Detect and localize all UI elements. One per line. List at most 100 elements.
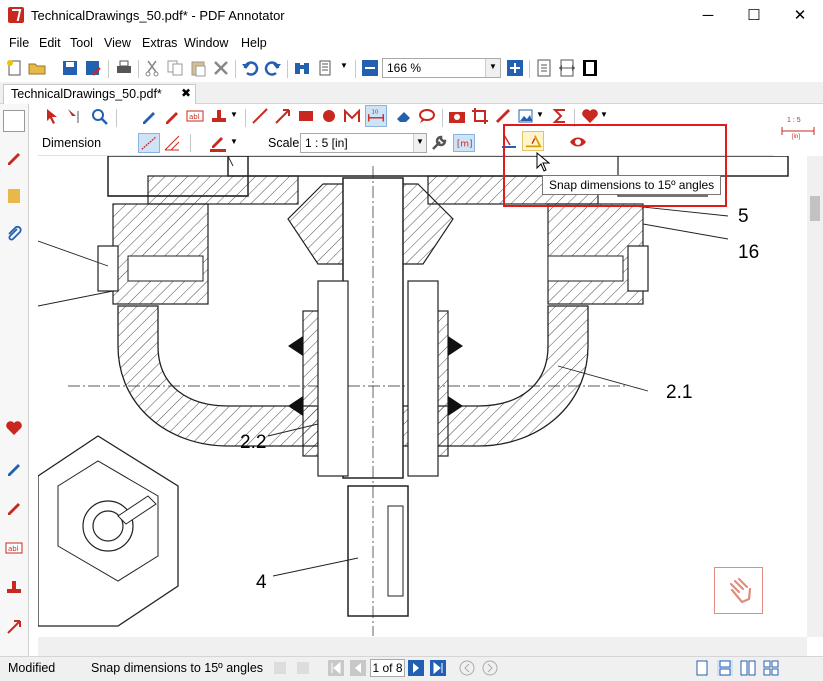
select-arrow-icon[interactable]	[43, 107, 61, 125]
cut-icon[interactable]	[143, 59, 161, 77]
paste-icon[interactable]	[189, 59, 207, 77]
zoom-combobox[interactable]: 166 % ▼	[382, 58, 501, 78]
zoom-tool-icon[interactable]	[90, 107, 108, 125]
save-as-icon[interactable]	[84, 59, 102, 77]
history-forward-icon[interactable]	[482, 660, 498, 676]
highlighter-side-icon[interactable]	[5, 498, 23, 516]
status-message: Snap dimensions to 15º angles	[91, 661, 264, 675]
full-screen-icon[interactable]	[581, 59, 599, 77]
continuous-view-icon[interactable]	[717, 660, 733, 676]
open-folder-icon[interactable]	[28, 59, 46, 77]
fit-page-icon[interactable]	[535, 59, 553, 77]
redo-icon[interactable]	[264, 59, 282, 77]
first-page-icon[interactable]	[328, 660, 344, 676]
page-number-field[interactable]: 1 of 8	[370, 659, 405, 677]
svg-text:abl: abl	[8, 545, 19, 553]
line-color-icon[interactable]	[209, 134, 227, 152]
favorites-heart-icon-toolbar[interactable]	[581, 107, 599, 125]
find-binoculars-icon[interactable]	[293, 59, 311, 77]
snap-15-degree-icon[interactable]	[522, 131, 544, 151]
page-back-icon[interactable]	[272, 660, 288, 676]
bookmarks-icon[interactable]	[317, 59, 335, 77]
menu-extras[interactable]: Extras	[142, 36, 178, 50]
menu-view[interactable]: View	[104, 36, 131, 50]
new-document-icon[interactable]	[6, 59, 24, 77]
fit-width-icon[interactable]	[558, 59, 576, 77]
attachment-icon[interactable]	[5, 225, 23, 243]
image-tool-icon[interactable]	[517, 107, 535, 125]
rectangle-tool-icon[interactable]	[297, 107, 315, 125]
previous-page-icon[interactable]	[350, 660, 366, 676]
line-end-style-icon[interactable]	[163, 134, 181, 152]
document-panel-icon[interactable]	[5, 187, 23, 205]
mouse-cursor-icon	[536, 152, 550, 172]
menu-edit[interactable]: Edit	[39, 36, 61, 50]
ruler-tool-icon[interactable]	[494, 107, 512, 125]
sum-tool-icon[interactable]	[551, 107, 569, 125]
arrow-side-icon[interactable]	[5, 618, 23, 636]
scale-combobox[interactable]: 1 : 5 [in] ▼	[300, 133, 427, 153]
pen-blue-icon[interactable]	[5, 459, 23, 477]
menu-window[interactable]: Window	[184, 36, 229, 50]
arrow-tool-icon[interactable]	[274, 107, 292, 125]
horizontal-scrollbar[interactable]	[38, 637, 807, 656]
highlight-frame	[503, 124, 727, 207]
comment-tool-icon[interactable]	[418, 107, 436, 125]
undo-icon[interactable]	[241, 59, 259, 77]
save-icon[interactable]	[61, 59, 79, 77]
stamp-tool-icon[interactable]	[210, 107, 228, 125]
zoom-out-icon[interactable]	[361, 59, 379, 77]
document-tab[interactable]: TechnicalDrawings_50.pdf* ✖	[3, 84, 196, 104]
page-forward-icon[interactable]	[295, 660, 311, 676]
main-toolbar: ▼	[0, 55, 823, 83]
menu-help[interactable]: Help	[241, 36, 267, 50]
text-tool-icon[interactable]: abl	[186, 107, 204, 125]
two-page-continuous-icon[interactable]	[763, 660, 779, 676]
pages-panel-icon[interactable]	[3, 110, 25, 132]
stamp-side-icon[interactable]	[5, 578, 23, 596]
history-back-icon[interactable]	[459, 660, 475, 676]
last-page-icon[interactable]	[430, 660, 446, 676]
text-box-side-icon[interactable]: abl	[5, 539, 23, 557]
select-text-icon[interactable]	[65, 107, 83, 125]
title-bar: TechnicalDrawings_50.pdf* - PDF Annotato…	[0, 0, 823, 31]
close-button[interactable]: ✕	[793, 7, 807, 24]
maximize-button[interactable]: ☐	[747, 7, 761, 24]
vertical-scrollbar[interactable]	[807, 156, 823, 637]
status-modified: Modified	[8, 661, 56, 675]
zoom-in-icon[interactable]	[506, 59, 524, 77]
scale-indicator: 1 : 5 [in]	[774, 104, 823, 156]
pan-hand-button[interactable]	[714, 567, 763, 614]
zoom-dropdown-button[interactable]: ▼	[485, 59, 500, 77]
two-page-view-icon[interactable]	[740, 660, 756, 676]
settings-wrench-icon[interactable]	[430, 134, 448, 152]
pen-panel-icon[interactable]	[5, 148, 23, 166]
unit-button[interactable]: [m]	[453, 134, 475, 152]
delete-icon[interactable]	[212, 59, 230, 77]
highlighter-tool-icon[interactable]	[163, 107, 181, 125]
print-icon[interactable]	[115, 59, 133, 77]
scale-label: Scale:	[268, 136, 303, 150]
ellipse-tool-icon[interactable]	[320, 107, 338, 125]
camera-tool-icon[interactable]	[448, 107, 466, 125]
dimension-tool-icon[interactable]: 10	[365, 105, 387, 127]
line-tool-icon[interactable]	[251, 107, 269, 125]
close-tab-icon[interactable]: ✖	[181, 86, 192, 100]
favorites-heart-icon[interactable]	[5, 419, 23, 437]
document-canvas[interactable]: 5 16 2.1 2.2 4	[38, 156, 807, 637]
polyline-tool-icon[interactable]	[343, 107, 361, 125]
copy-icon[interactable]	[166, 59, 184, 77]
visibility-eye-icon[interactable]	[569, 133, 587, 151]
crop-tool-icon[interactable]	[471, 107, 489, 125]
eraser-tool-icon[interactable]	[395, 107, 413, 125]
next-page-icon[interactable]	[408, 660, 424, 676]
scale-dropdown-button[interactable]: ▼	[413, 134, 426, 152]
vertical-scroll-thumb[interactable]	[810, 196, 820, 221]
single-page-view-icon[interactable]	[694, 660, 710, 676]
minimize-button[interactable]: ─	[702, 7, 714, 24]
menu-file[interactable]: File	[9, 36, 30, 50]
callout-label: 2.1	[666, 382, 692, 403]
line-style-icon[interactable]	[138, 133, 160, 153]
pen-tool-icon[interactable]	[140, 107, 158, 125]
menu-tool[interactable]: Tool	[70, 36, 93, 50]
